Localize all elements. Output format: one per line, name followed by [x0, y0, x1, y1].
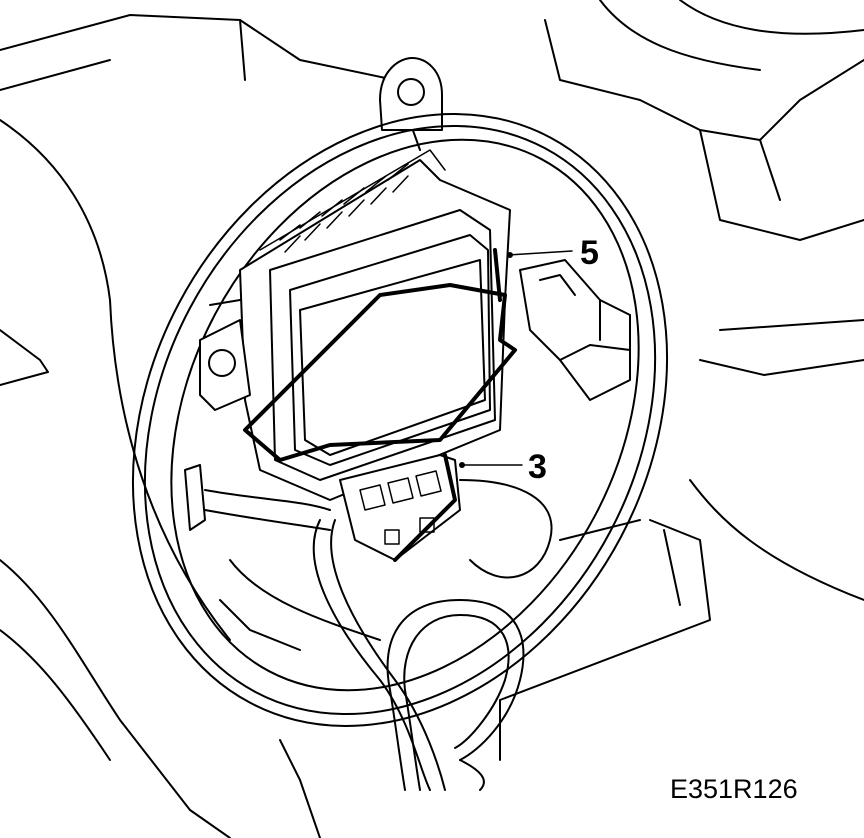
callout-3: 3: [528, 448, 547, 486]
callout-5: 5: [580, 234, 599, 272]
housing-opening-rim: [131, 113, 669, 727]
leader-dot-5: [507, 252, 513, 258]
seal-gasket: [243, 248, 517, 462]
wiring-harness: [184, 464, 553, 791]
reference-code: E351R126: [670, 774, 798, 804]
resistor-connector: [339, 453, 461, 562]
left-mounting-tab: [199, 299, 251, 411]
mounting-lug: [379, 57, 443, 131]
leader-line-5: [507, 250, 573, 256]
motor-plug: [519, 259, 631, 401]
resistor-heat-sink: [239, 149, 511, 501]
leader-dot-3: [459, 462, 465, 468]
